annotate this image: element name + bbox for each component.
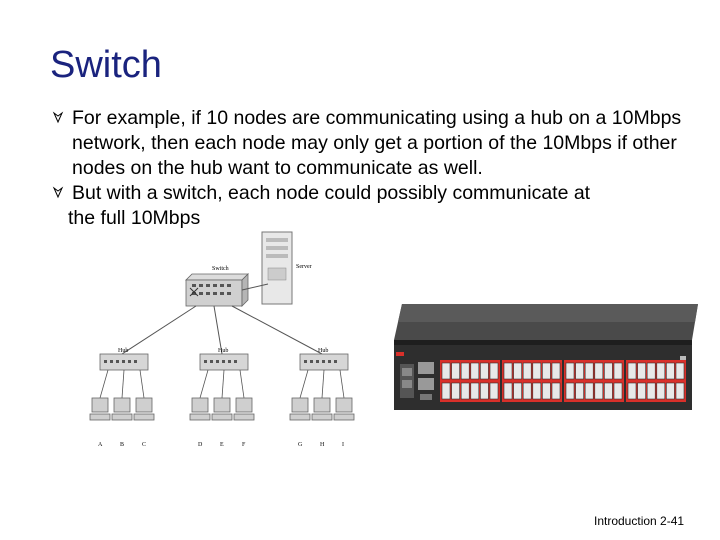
ethernet-port xyxy=(613,382,623,400)
ethernet-port xyxy=(503,382,513,400)
node-label: C xyxy=(142,442,146,448)
bullet-list: For example, if 10 nodes are communicati… xyxy=(52,106,712,231)
ethernet-port xyxy=(594,362,604,380)
ethernet-port xyxy=(646,362,656,380)
node-label: E xyxy=(220,442,224,448)
ethernet-port xyxy=(594,382,604,400)
hub-icon xyxy=(199,353,249,371)
ethernet-port xyxy=(584,362,594,380)
computer-icon xyxy=(211,397,233,421)
node-label: I xyxy=(342,442,344,448)
ethernet-port xyxy=(470,362,480,380)
ethernet-port xyxy=(522,362,532,380)
ethernet-port xyxy=(666,382,675,400)
ethernet-port xyxy=(480,362,489,380)
ethernet-port xyxy=(613,362,623,380)
ethernet-port xyxy=(513,362,522,380)
slide-footer: Introduction 2-41 xyxy=(594,514,685,528)
ethernet-port xyxy=(522,382,532,400)
hub-icon xyxy=(299,353,349,371)
node-label: G xyxy=(298,442,303,448)
ethernet-port xyxy=(460,362,470,380)
ethernet-port xyxy=(675,362,685,380)
ethernet-port xyxy=(575,362,584,380)
computer-icon xyxy=(89,397,111,421)
computer-icon xyxy=(133,397,155,421)
ethernet-port xyxy=(584,382,594,400)
ethernet-port xyxy=(565,362,575,380)
switch-hardware-photo xyxy=(394,304,698,410)
ethernet-port xyxy=(470,382,480,400)
ethernet-port xyxy=(451,382,460,400)
node-label: A xyxy=(98,442,103,448)
node-label: B xyxy=(120,442,124,448)
switch-device-icon xyxy=(185,273,249,307)
ethernet-port xyxy=(565,382,575,400)
computer-icon xyxy=(233,397,255,421)
ethernet-port xyxy=(503,362,513,380)
ethernet-port xyxy=(542,382,551,400)
hub-label: Hub xyxy=(118,348,128,354)
server-icon xyxy=(261,231,293,305)
ethernet-port xyxy=(656,362,666,380)
computer-icon xyxy=(333,397,355,421)
ethernet-port xyxy=(551,362,561,380)
diamond-arrow-bullet-icon xyxy=(52,111,64,124)
ethernet-port xyxy=(480,382,489,400)
bullet-text-line-2: the full 10Mbps xyxy=(68,207,201,229)
port-blocks xyxy=(440,360,686,402)
computer-icon xyxy=(111,397,133,421)
ethernet-port xyxy=(441,382,451,400)
brand-logo xyxy=(396,352,404,356)
ethernet-port xyxy=(604,382,613,400)
node-label: D xyxy=(198,442,203,448)
computer-icon xyxy=(189,397,211,421)
ethernet-port xyxy=(460,382,470,400)
computer-icon xyxy=(289,397,311,421)
hub-label: Hub xyxy=(318,348,328,354)
bullet-item: But with a switch, each node could possi… xyxy=(52,181,712,231)
ethernet-port xyxy=(513,382,522,400)
ethernet-port xyxy=(575,382,584,400)
diamond-arrow-bullet-icon xyxy=(52,186,64,199)
ethernet-port xyxy=(675,382,685,400)
ethernet-port xyxy=(646,382,656,400)
ethernet-port xyxy=(627,382,637,400)
node-label: H xyxy=(320,442,325,448)
ethernet-port xyxy=(637,382,646,400)
ethernet-port xyxy=(489,362,499,380)
bullet-text: For example, if 10 nodes are communicati… xyxy=(72,107,682,179)
bullet-item: For example, if 10 nodes are communicati… xyxy=(52,106,712,181)
ethernet-port xyxy=(551,382,561,400)
node-label: F xyxy=(242,442,246,448)
computer-icon xyxy=(311,397,333,421)
ethernet-port xyxy=(542,362,551,380)
switch-label: Switch xyxy=(212,266,229,272)
network-diagram: Server Switch Hub Hub Hub xyxy=(82,228,364,458)
ethernet-port xyxy=(451,362,460,380)
hub-icon xyxy=(99,353,149,371)
ethernet-port xyxy=(604,362,613,380)
hub-label: Hub xyxy=(218,348,228,354)
slide-title: Switch xyxy=(50,44,162,86)
bullet-text-line-1: But with a switch, each node could possi… xyxy=(72,182,591,204)
server-label: Server xyxy=(296,264,312,270)
ethernet-port xyxy=(656,382,666,400)
ethernet-port xyxy=(532,362,542,380)
ethernet-port xyxy=(627,362,637,380)
ethernet-port xyxy=(441,362,451,380)
ethernet-port xyxy=(532,382,542,400)
ethernet-port xyxy=(489,382,499,400)
ethernet-port xyxy=(666,362,675,380)
ethernet-port xyxy=(637,362,646,380)
